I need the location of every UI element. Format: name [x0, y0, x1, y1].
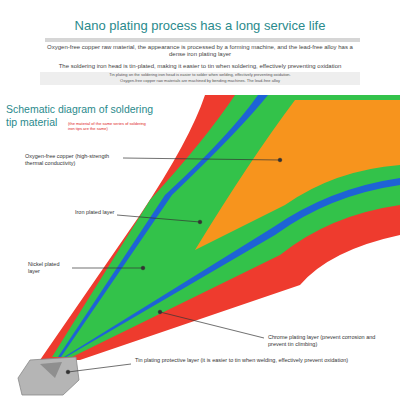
- intro-note: Oxygen-free copper raw material, the app…: [40, 44, 360, 58]
- iron-layer: [58, 95, 400, 357]
- tin-tip: [18, 357, 79, 395]
- part-label: Oxygen-free copper (high-strength therma…: [25, 153, 121, 166]
- copper-core: [195, 100, 400, 250]
- part-label: Nickel plated layer: [28, 261, 70, 274]
- chrome-layer: [40, 95, 400, 360]
- red-note: (the material of the same series of sold…: [68, 122, 150, 132]
- leader-lines: [66, 158, 282, 374]
- part-label: Iron plated layer: [75, 209, 115, 216]
- top-bar: [45, 38, 360, 42]
- tin-tip-facet: [40, 362, 62, 378]
- part-label: Tin plating protective layer (it is easi…: [135, 357, 390, 364]
- band-note: Tin plating on the soldering iron head i…: [40, 73, 360, 78]
- part-label: Chrome plating layer (prevent corrosion …: [268, 334, 394, 347]
- note-band: [40, 72, 360, 85]
- intro-note: The soldering iron head is tin-plated, m…: [40, 63, 360, 70]
- inner-green-layer: [61, 95, 400, 357]
- band-note: Oxygen-free copper raw materials are mac…: [40, 79, 360, 84]
- nickel-layer: [52, 95, 400, 357]
- page-title: Nano plating process has a long service …: [0, 18, 400, 33]
